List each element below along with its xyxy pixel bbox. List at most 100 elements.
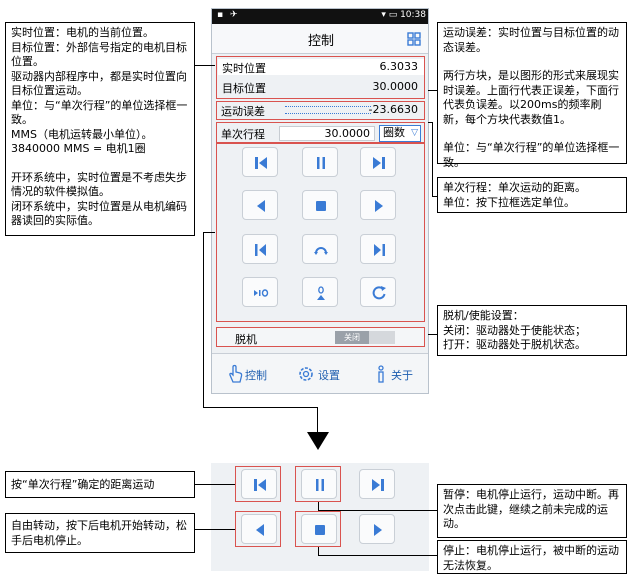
title-bar: 控制 bbox=[212, 24, 428, 54]
clock: 10:38 bbox=[400, 10, 426, 20]
pause-icon bbox=[317, 157, 325, 169]
single-step-input[interactable]: 30.0000 bbox=[279, 126, 375, 141]
note-line: 关闭：驱动器处于使能状态； bbox=[443, 323, 586, 337]
note-position: 实时位置：电机的当前位置。 目标位置：外部信号指定的电机目标位置。 驱动器内部程… bbox=[5, 22, 195, 236]
note-line: 按“单次行程”确定的距离运动 bbox=[11, 478, 155, 491]
note-line: 单位：与“单次行程”的单位选择框一致。 bbox=[11, 98, 188, 127]
highlight-box bbox=[295, 511, 341, 547]
note-line: 暂停：电机停止运行，运动中断。再次点击此键，继续之前未完成的运动。 bbox=[443, 488, 619, 530]
skip-forward-icon bbox=[372, 479, 384, 491]
control-buttons-group bbox=[216, 142, 425, 322]
offline-toggle[interactable]: 关闭 bbox=[335, 331, 395, 344]
note-line: 运动误差：实时位置与目标位置的动态误差。 bbox=[443, 26, 619, 54]
highlight-box bbox=[295, 466, 341, 502]
connector-line bbox=[432, 196, 437, 197]
skip-back-icon bbox=[254, 479, 266, 491]
note-line: 开环系统中，实时位置是不考虑失步情况的软件模拟值。 bbox=[11, 170, 187, 199]
unit-select-value: 圈数 bbox=[383, 126, 405, 139]
tab-label: 关于 bbox=[391, 369, 413, 382]
target-position-label: 目标位置 bbox=[222, 82, 266, 95]
jog-forward-button[interactable] bbox=[359, 514, 395, 544]
note-jog: 自由转动，按下后电机开始转动，松手后电机停止。 bbox=[5, 513, 195, 553]
down-arrow-icon bbox=[307, 432, 329, 450]
gear-icon bbox=[299, 367, 313, 381]
note-line: 两行方块，是以图形的形式来展现实时误差。上面行代表正误差，下面行代表负误差。以2… bbox=[443, 69, 619, 126]
note-pause: 暂停：电机停止运行，运动中断。再次点击此键，继续之前未完成的运动。 bbox=[437, 484, 627, 538]
note-line: 自由转动，按下后电机开始转动，松手后电机停止。 bbox=[11, 519, 187, 547]
connector-line bbox=[317, 407, 318, 432]
note-stop: 停止：电机停止运行，被中断的运动无法恢复。 bbox=[437, 540, 627, 574]
target-position-value: 30.0000 bbox=[372, 80, 419, 93]
connector-line bbox=[318, 502, 319, 510]
connector-line bbox=[432, 122, 433, 196]
grid-menu-icon[interactable] bbox=[407, 32, 421, 46]
loop-icon bbox=[314, 247, 328, 255]
home-back-button[interactable] bbox=[242, 234, 278, 264]
pause-icon bbox=[316, 479, 324, 491]
offline-row: 脱机 关闭 bbox=[216, 327, 425, 347]
note-line: 驱动器内部程序中，都是实时位置向目标位置运动。 bbox=[11, 69, 187, 98]
motion-error-label: 运动误差 bbox=[221, 105, 265, 118]
jog-back-button[interactable] bbox=[241, 514, 277, 544]
note-motion-error: 运动误差：实时位置与目标位置的动态误差。 两行方块，是以图形的形式来展现实时误差… bbox=[437, 22, 627, 169]
stop-icon bbox=[315, 525, 325, 535]
note-line: 3840000 MMS = 电机1圈 bbox=[11, 142, 146, 155]
connector-line bbox=[318, 555, 437, 556]
actual-position-value: 6.3033 bbox=[379, 60, 419, 73]
note-line: 单次行程：单次运动的距离。 bbox=[443, 181, 586, 194]
connector-line bbox=[428, 334, 437, 335]
jog-forward-button[interactable] bbox=[360, 190, 396, 220]
step-back-button[interactable] bbox=[241, 469, 277, 499]
actual-position-row: 实时位置 6.3033 bbox=[218, 59, 424, 75]
notification-icons: ▪ ✈ bbox=[217, 10, 240, 20]
highlight-box bbox=[235, 511, 281, 547]
go-zero-button[interactable] bbox=[242, 277, 278, 307]
skip-back-icon bbox=[255, 157, 267, 169]
position-group bbox=[216, 56, 425, 99]
connector-line bbox=[318, 547, 319, 555]
stop-button[interactable] bbox=[301, 514, 337, 544]
refresh-icon bbox=[372, 286, 386, 300]
note-line: 单位：按下拉框选定单位。 bbox=[443, 195, 575, 209]
reset-button[interactable] bbox=[360, 277, 396, 307]
step-forward-button[interactable] bbox=[360, 147, 396, 177]
tab-control[interactable]: 控制 bbox=[212, 354, 284, 393]
connector-line bbox=[428, 90, 437, 91]
unit-select[interactable]: 圈数 ▽ bbox=[379, 125, 421, 142]
last-icon bbox=[374, 244, 385, 256]
set-zero-button[interactable] bbox=[302, 277, 338, 307]
home-forward-button[interactable] bbox=[360, 234, 396, 264]
connector-line bbox=[195, 65, 215, 66]
tab-label: 设置 bbox=[318, 369, 340, 382]
toggle-knob: 关闭 bbox=[335, 331, 369, 344]
pause-button[interactable] bbox=[302, 147, 338, 177]
tab-label: 控制 bbox=[245, 369, 267, 382]
highlight-box bbox=[235, 466, 281, 502]
tab-settings[interactable]: 设置 bbox=[285, 354, 357, 393]
note-line: MMS（电机运转最小单位）。 bbox=[11, 127, 153, 141]
skip-forward-icon bbox=[373, 157, 385, 169]
stop-button[interactable] bbox=[302, 190, 338, 220]
step-forward-button[interactable] bbox=[359, 469, 395, 499]
note-line: 打开：驱动器处于脱机状态。 bbox=[443, 338, 586, 351]
play-icon bbox=[374, 524, 382, 536]
status-right: ▾ ▭ 10:38 bbox=[381, 10, 426, 20]
connector-line bbox=[428, 122, 432, 123]
tab-about[interactable]: 关于 bbox=[358, 354, 428, 393]
pause-button[interactable] bbox=[301, 469, 337, 499]
note-single-step: 单次行程：单次运动的距离。 单位：按下拉框选定单位。 bbox=[437, 177, 627, 213]
connector-line bbox=[318, 510, 437, 511]
jog-back-button[interactable] bbox=[242, 190, 278, 220]
to-zero-icon bbox=[254, 289, 269, 297]
connector-line bbox=[203, 232, 204, 407]
step-back-button[interactable] bbox=[242, 147, 278, 177]
reverse-button[interactable] bbox=[302, 234, 338, 264]
chevron-down-icon: ▽ bbox=[411, 128, 418, 138]
phone-screen: ▪ ✈ ▾ ▭ 10:38 控制 实时位置 6.3033 目标位置 30.000… bbox=[211, 8, 429, 394]
zero-mark-icon bbox=[317, 286, 325, 300]
connector-line bbox=[195, 484, 235, 485]
error-bar bbox=[285, 106, 371, 114]
page-title: 控制 bbox=[307, 34, 334, 49]
note-line: 目标位置：外部信号指定的电机目标位置。 bbox=[11, 40, 187, 69]
actual-position-label: 实时位置 bbox=[222, 62, 266, 75]
